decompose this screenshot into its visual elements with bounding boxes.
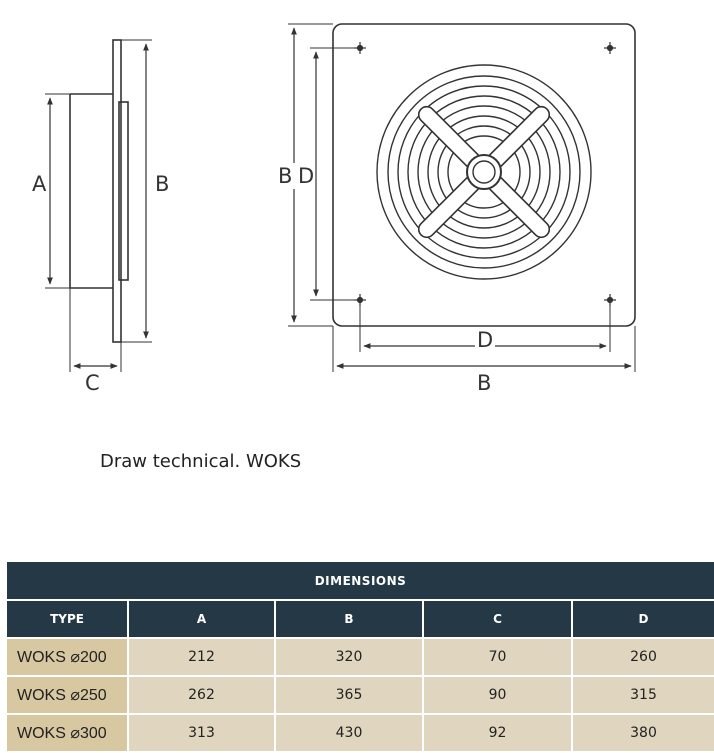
label-b-side: B — [155, 172, 169, 196]
label-b-front-vertical: B — [278, 164, 292, 188]
column-header: D — [570, 599, 714, 639]
column-header: C — [422, 599, 573, 639]
dimensions-table: DIMENSIONS TYPE A B C D WOKS ⌀200 212 32… — [4, 560, 714, 753]
table-cell: 262 — [127, 675, 276, 715]
table-row: WOKS ⌀200 212 320 70 260 — [5, 637, 714, 677]
label-c: C — [85, 371, 100, 395]
table-cell: 260 — [570, 637, 714, 677]
table-cell: 315 — [570, 675, 714, 715]
table-cell: 70 — [422, 637, 573, 677]
table-cell: 212 — [127, 637, 276, 677]
type-cell: WOKS ⌀250 — [5, 675, 129, 715]
column-header: TYPE — [5, 599, 129, 639]
table-cell: 380 — [570, 713, 714, 753]
type-cell: WOKS ⌀200 — [5, 637, 129, 677]
front-view — [288, 23, 636, 372]
table-cell: 92 — [422, 713, 573, 753]
table-cell: 320 — [274, 637, 424, 677]
column-header: B — [274, 599, 424, 639]
column-header: A — [127, 599, 276, 639]
label-a: A — [32, 172, 47, 196]
table-cell: 430 — [274, 713, 424, 753]
table-row: WOKS ⌀300 313 430 92 380 — [5, 713, 714, 753]
motor-hub — [466, 154, 502, 190]
table-cell: 365 — [274, 675, 424, 715]
label-b-front-horizontal: B — [477, 371, 491, 395]
table-title: DIMENSIONS — [4, 560, 714, 601]
table-cell: 313 — [127, 713, 276, 753]
side-view — [45, 39, 152, 372]
technical-drawing: A B C — [32, 23, 636, 395]
table-row: WOKS ⌀250 262 365 90 315 — [5, 675, 714, 715]
fan-guard — [376, 64, 592, 280]
drawing-caption: Draw technical. WOKS — [100, 451, 302, 472]
label-d-front-vertical: D — [298, 164, 314, 188]
mounting-holes — [354, 42, 616, 306]
table-cell: 90 — [422, 675, 573, 715]
type-cell: WOKS ⌀300 — [5, 713, 129, 753]
label-d-front-horizontal: D — [477, 328, 493, 352]
